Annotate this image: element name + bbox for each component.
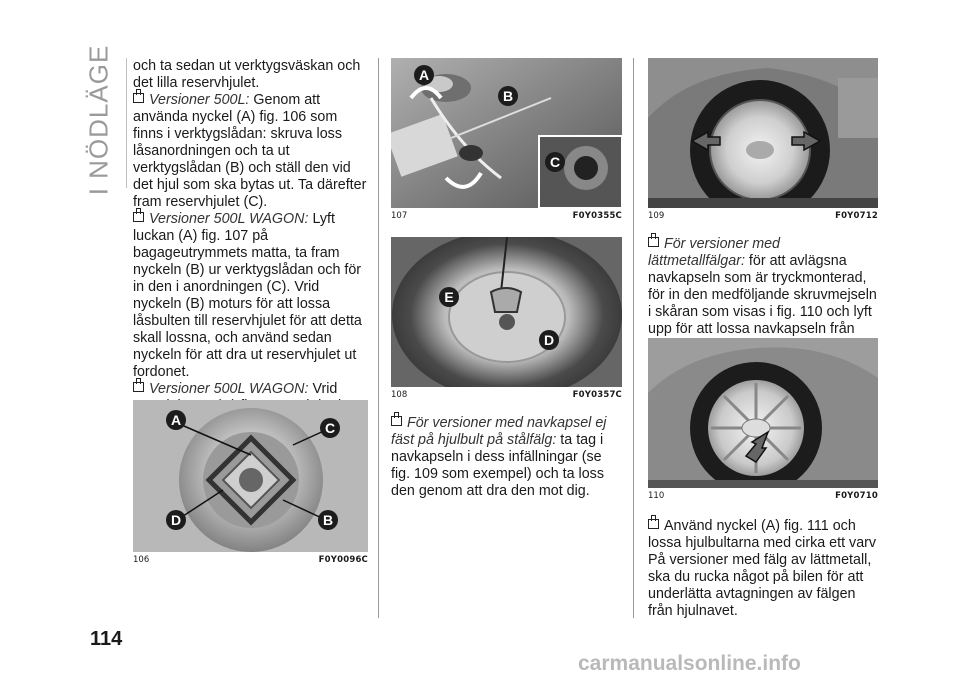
version-label: Versioner 500L WAGON: [149, 381, 309, 397]
arrow-icon [690, 130, 722, 157]
arrow-icon [790, 130, 822, 157]
figure-number: 106 [133, 555, 150, 565]
version-label: För versioner med navkapsel ej fäst på h… [391, 415, 607, 448]
version-label: För versioner med lättmetallfälgar: [648, 236, 781, 269]
figure-110-caption: 110 F0Y0710 [648, 491, 878, 501]
paragraph-text: för att avlägsna navkapseln som är tryck… [648, 253, 877, 354]
section-tab: I NÖDLÄGE [84, 45, 114, 196]
book-icon [648, 233, 659, 247]
arrow-icon [742, 430, 770, 469]
book-icon [133, 208, 144, 222]
figure-number: 107 [391, 211, 408, 221]
version-label: Versioner 500L WAGON: [149, 211, 309, 227]
paragraph: För versioner med navkapsel ej fäst på h… [391, 412, 623, 500]
book-icon [133, 378, 144, 392]
figure-106-caption: 106 F0Y0096C [133, 555, 368, 565]
figure-107-caption: 107 F0Y0355C [391, 211, 622, 221]
version-label: Versioner 500L: [149, 92, 250, 108]
callout-label: C [550, 154, 560, 170]
callout-label: D [544, 332, 554, 348]
page-number: 114 [90, 628, 123, 650]
column-divider [378, 58, 379, 618]
callout-b: B [498, 86, 518, 111]
callout-d: D [166, 510, 186, 535]
paragraph-text: Använd nyckel (A) fig. 111 och lossa hju… [648, 518, 877, 619]
callout-label: A [419, 67, 429, 83]
figure-109-image [648, 58, 878, 208]
paragraph: Versioner 500L WAGON: Lyft luckan (A) fi… [133, 208, 369, 381]
figure-code: F0Y0712 [835, 211, 878, 221]
figure-108-caption: 108 F0Y0357C [391, 390, 622, 400]
callout-label: B [503, 88, 513, 104]
watermark: carmanualsonline.info [578, 652, 801, 675]
paragraph-text: ta tag i navkapseln i dess infällningar … [391, 432, 604, 499]
callout-c: C [320, 418, 340, 443]
figure-109-caption: 109 F0Y0712 [648, 211, 878, 221]
book-icon [648, 515, 659, 529]
figure-110-image [648, 338, 878, 488]
column-3-text-top: För versioner med lättmetallfälgar: för … [648, 233, 880, 355]
callout-a: A [414, 65, 434, 90]
figure-number: 109 [648, 211, 665, 221]
figure-code: F0Y0096C [318, 555, 368, 565]
paragraph: För versioner med lättmetallfälgar: för … [648, 233, 880, 355]
callout-label: D [171, 512, 181, 528]
callout-c: C [545, 152, 565, 177]
paragraph: och ta sedan ut verktygsväskan och det l… [133, 58, 361, 91]
paragraph-text: Genom att använda nyckel (A) fig. 106 so… [133, 92, 367, 210]
figure-number: 110 [648, 491, 665, 501]
figure-108-image [391, 237, 622, 387]
column-divider [633, 58, 634, 618]
callout-label: A [171, 412, 181, 428]
callout-d: D [539, 330, 559, 355]
column-2-text: För versioner med navkapsel ej fäst på h… [391, 412, 623, 500]
callout-a: A [166, 410, 186, 435]
figure-107-image [391, 58, 622, 208]
figure-code: F0Y0357C [572, 390, 622, 400]
callout-e: E [439, 287, 459, 312]
callout-label: B [323, 512, 333, 528]
figure-number: 108 [391, 390, 408, 400]
book-icon [391, 412, 402, 426]
callout-label: E [444, 289, 453, 305]
paragraph-text: Lyft luckan (A) fig. 107 på bagageutrymm… [133, 211, 362, 380]
tab-divider [126, 58, 127, 188]
figure-code: F0Y0355C [572, 211, 622, 221]
callout-b: B [318, 510, 338, 535]
book-icon [133, 89, 144, 103]
paragraph: Versioner 500L: Genom att använda nyckel… [133, 89, 369, 211]
section-tab-label: I NÖDLÄGE [83, 44, 114, 196]
callout-label: C [325, 420, 335, 436]
paragraph: Använd nyckel (A) fig. 111 och lossa hju… [648, 515, 880, 620]
figure-code: F0Y0710 [835, 491, 878, 501]
column-3-text-bottom: Använd nyckel (A) fig. 111 och lossa hju… [648, 515, 880, 620]
column-1-text: och ta sedan ut verktygsväskan och det l… [133, 58, 369, 432]
